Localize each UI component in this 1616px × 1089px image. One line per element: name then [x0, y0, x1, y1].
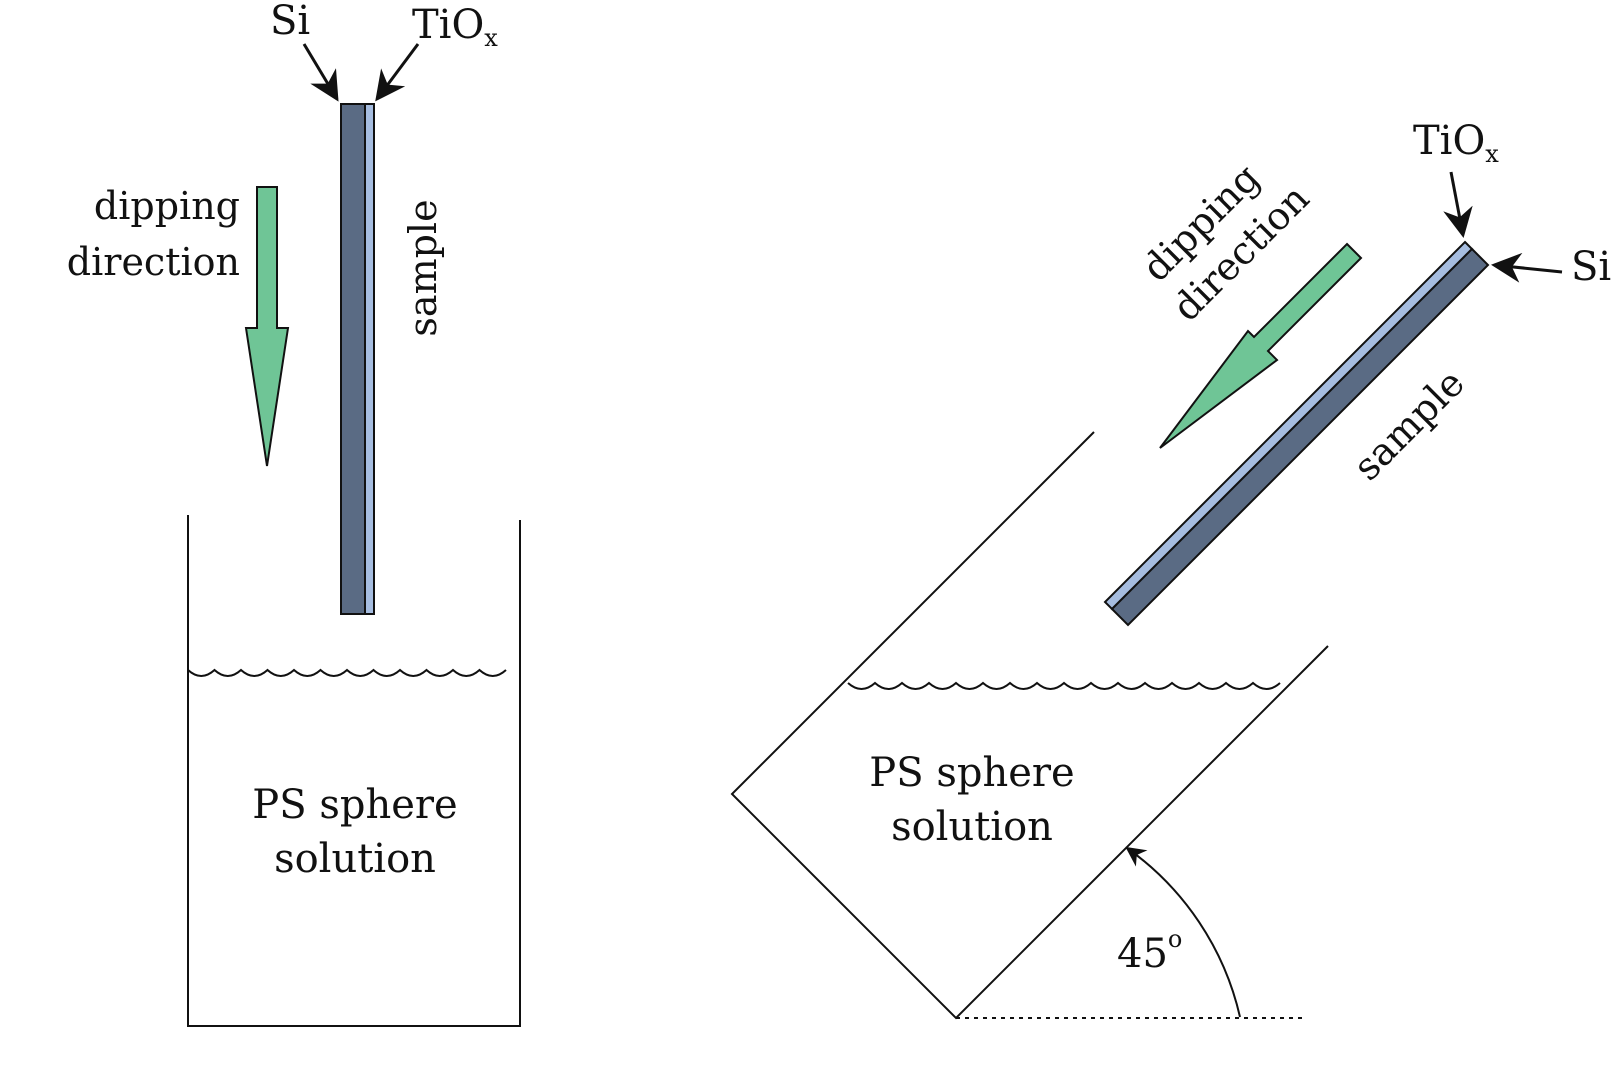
right-tiox-label: TiOx	[1413, 118, 1499, 168]
left-sample-tiox-layer	[364, 103, 375, 615]
right-angle-unit: o	[1168, 925, 1182, 953]
left-si-label: Si	[270, 0, 310, 44]
left-sample-si-layer	[340, 103, 366, 615]
left-dipping-label-line2: direction	[67, 240, 240, 284]
left-dipping-label-line1: dipping	[94, 184, 240, 228]
right-si-label: Si	[1571, 244, 1611, 290]
left-tiox-pointer-arrow	[375, 43, 420, 102]
left-si-pointer-arrow	[302, 43, 339, 102]
right-angle-value: 45	[1117, 931, 1168, 977]
right-tiox-pointer-arrow	[1443, 171, 1473, 238]
right-angle-arc	[1125, 846, 1241, 1018]
left-panel: Si TiOx sample dipping direction PS sphe…	[67, 0, 521, 1027]
left-tiox-label: TiOx	[412, 2, 498, 52]
left-beaker	[187, 515, 521, 1027]
right-tiox-label-main: TiO	[1413, 118, 1485, 164]
right-angle-label: 45o	[1117, 925, 1182, 977]
right-dipping-arrow	[1159, 242, 1363, 449]
right-solution-label-line1: PS sphere	[869, 750, 1074, 796]
left-solution-surface	[187, 668, 507, 677]
right-sample-si-layer	[1110, 247, 1490, 627]
left-tiox-label-main: TiO	[412, 2, 484, 48]
right-beaker	[730, 431, 1329, 1020]
left-solution-label-line2: solution	[274, 836, 436, 882]
right-solution-surface	[847, 681, 1281, 690]
right-solution-label-line2: solution	[891, 804, 1053, 850]
left-dipping-arrow	[244, 186, 290, 467]
left-solution-label-line1: PS sphere	[252, 782, 457, 828]
right-si-pointer-arrow	[1491, 252, 1563, 283]
right-panel: TiOx Si dipping direction sample PS sphe…	[730, 118, 1611, 1020]
left-sample-label: sample	[401, 199, 445, 336]
left-tiox-label-sub: x	[484, 24, 498, 52]
right-tiox-label-sub: x	[1485, 140, 1499, 168]
